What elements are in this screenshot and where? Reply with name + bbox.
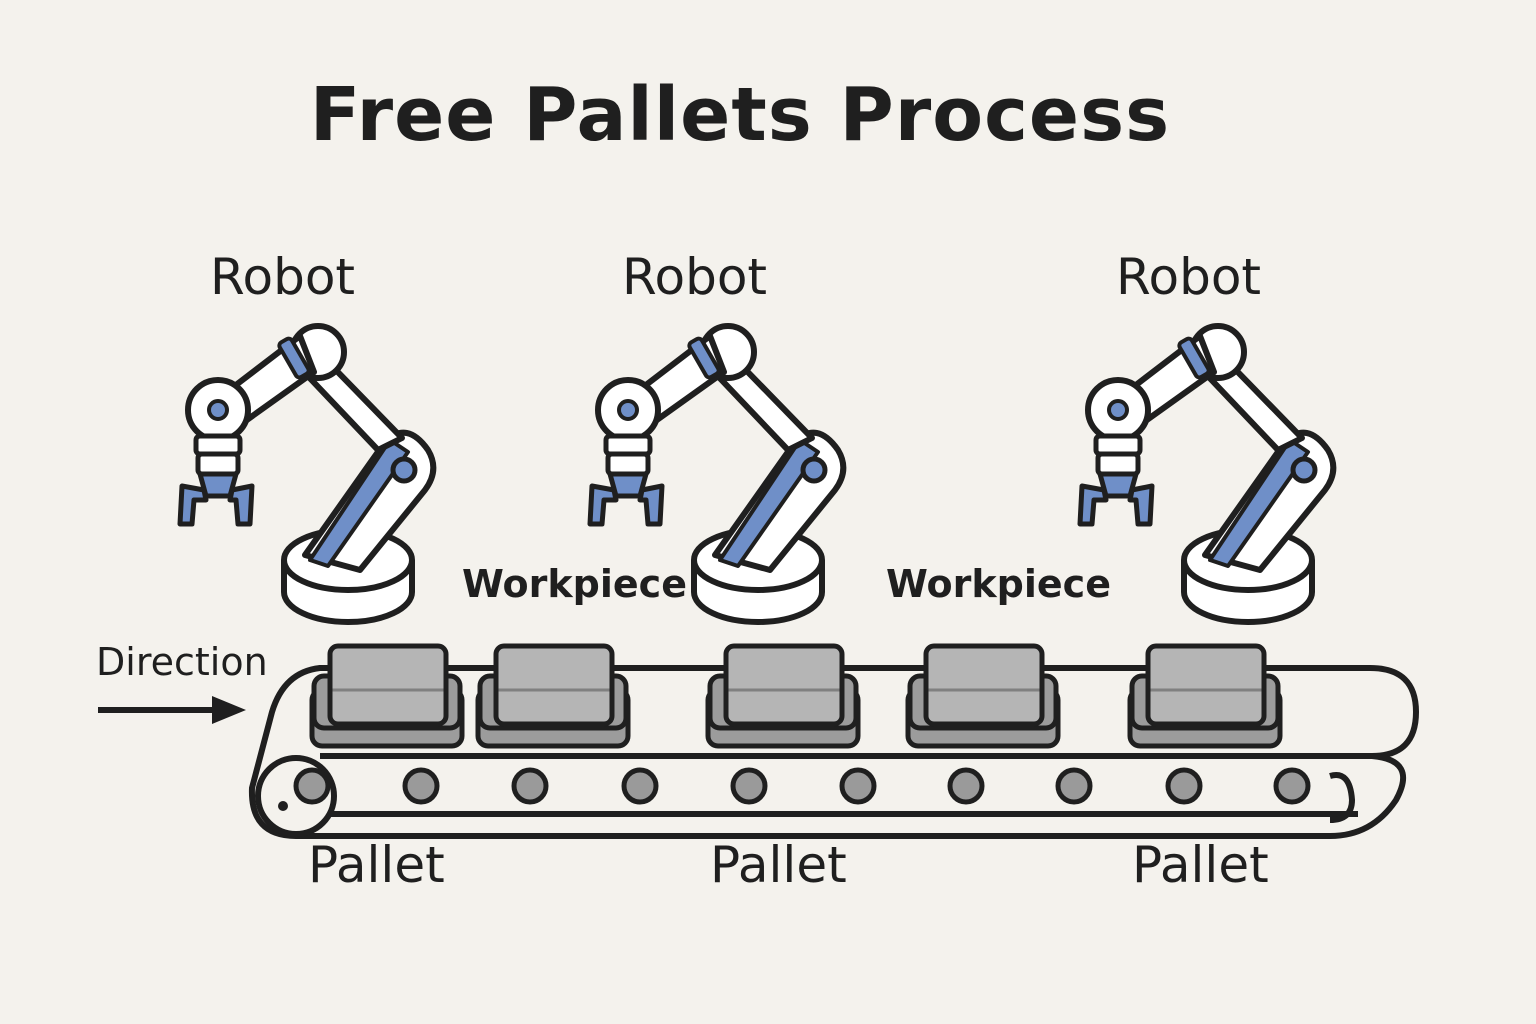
roller-icon: [1165, 767, 1203, 805]
pallet-with-workpiece: [309, 643, 465, 749]
robot-arm-icon: [1080, 326, 1333, 622]
direction-label: Direction: [96, 640, 268, 684]
roller-icon: [1055, 767, 1093, 805]
pallet-label: Pallet: [308, 836, 445, 894]
pallet-label: Pallet: [710, 836, 847, 894]
roller-icon: [402, 767, 440, 805]
roller-icon: [839, 767, 877, 805]
workpiece-label: Workpiece: [462, 562, 687, 606]
workpiece-label: Workpiece: [886, 562, 1111, 606]
pallet-with-workpiece: [1127, 643, 1283, 749]
robot-arm-icon: [180, 326, 433, 622]
robot-label: Robot: [622, 248, 768, 306]
pallet-with-workpiece: [705, 643, 861, 749]
robot-label: Robot: [1116, 248, 1262, 306]
direction-arrow-icon: [98, 696, 246, 724]
conveyor-belt-icon: [248, 665, 1420, 839]
robot-label: Robot: [210, 248, 356, 306]
pallet-with-workpiece: [475, 643, 631, 749]
roller-icon: [621, 767, 659, 805]
roller-icon: [947, 767, 985, 805]
pallet-label: Pallet: [1132, 836, 1269, 894]
page-title: Free Pallets Process: [309, 72, 1171, 158]
pallet-row: [309, 643, 1283, 749]
roller-row: [293, 767, 1311, 805]
roller-icon: [511, 767, 549, 805]
roller-icon: [1273, 767, 1311, 805]
roller-icon: [730, 767, 768, 805]
roller-icon: [293, 767, 331, 805]
pallet-with-workpiece: [905, 643, 1061, 749]
